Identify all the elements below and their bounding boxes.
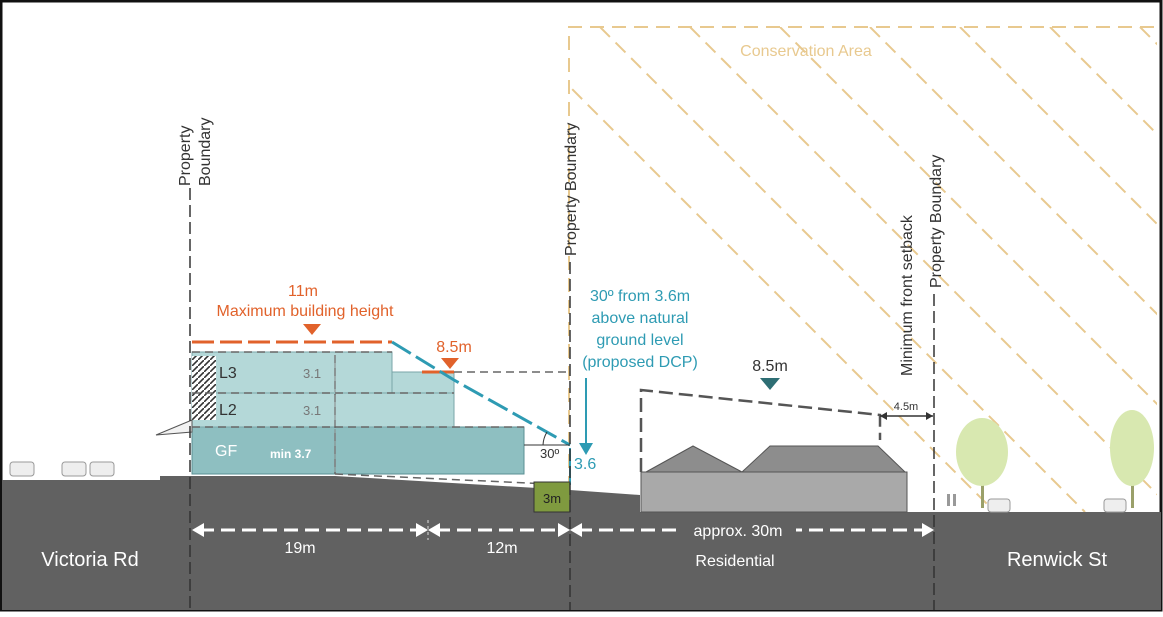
- height-envelope-right: [639, 388, 882, 472]
- dim-approx-30m: approx. 30m: [694, 523, 783, 540]
- tree-icon: [956, 418, 1008, 508]
- conservation-area-hatch: [569, 27, 1157, 512]
- residential-label: Residential: [695, 553, 774, 570]
- dim-19m: 19m: [284, 540, 315, 557]
- gf-height-label: min 3.7: [270, 447, 312, 461]
- street-left-label: Victoria Rd: [41, 549, 138, 571]
- property-boundary-left-label-1: Property: [177, 126, 194, 186]
- height-8-5-right-label: 8.5m: [752, 358, 788, 375]
- car-icon: [9, 461, 115, 477]
- conservation-area-label: Conservation Area: [740, 43, 872, 60]
- level-l2-label: L2: [219, 402, 237, 419]
- level-l3-label: L3: [219, 365, 237, 382]
- min-front-setback-label: Minimum front setback: [899, 214, 916, 376]
- property-boundary-right-label: Property Boundary: [928, 155, 945, 288]
- conservation-area-boundary: [568, 26, 1157, 512]
- street-right-label: Renwick St: [1007, 549, 1107, 571]
- l3-height-label: 3.1: [303, 366, 321, 381]
- wall-hatch: [192, 356, 216, 420]
- setback-4-5m-label: 4.5m: [894, 401, 918, 413]
- property-boundary-mid-label: Property Boundary: [563, 123, 580, 256]
- ground-section: [2, 476, 1161, 610]
- residential-building: [640, 445, 908, 513]
- height-marker-icon: [441, 358, 459, 369]
- tree-icon: [1110, 410, 1154, 508]
- property-boundary-left-label-2: Boundary: [197, 118, 214, 187]
- max-height-label: Maximum building height: [217, 303, 395, 320]
- dim-12m: 12m: [486, 540, 517, 557]
- max-height-value: 11m: [288, 283, 318, 300]
- setback-3m-block: [533, 481, 571, 513]
- people-icon: [947, 494, 956, 506]
- setback-3m-label: 3m: [543, 491, 561, 506]
- car-icon: [987, 498, 1127, 513]
- proposed-building: [155, 351, 525, 475]
- angle-note-line2: above natural: [592, 310, 689, 327]
- level-gf-label: GF: [215, 443, 237, 460]
- angle-label: 30º: [540, 446, 559, 461]
- height-8-5-left-label: 8.5m: [436, 339, 472, 356]
- angle-note-line1: 30º from 3.6m: [590, 288, 690, 305]
- angle-plane-line: [391, 340, 571, 447]
- height-marker-icon: [760, 378, 780, 390]
- l2-height-label: 3.1: [303, 403, 321, 418]
- angle-note-line4: (proposed DCP): [582, 354, 698, 371]
- height-3-6-label: 3.6: [574, 456, 596, 473]
- angle-note-line3: ground level: [596, 332, 683, 349]
- height-marker-icon: [303, 324, 321, 335]
